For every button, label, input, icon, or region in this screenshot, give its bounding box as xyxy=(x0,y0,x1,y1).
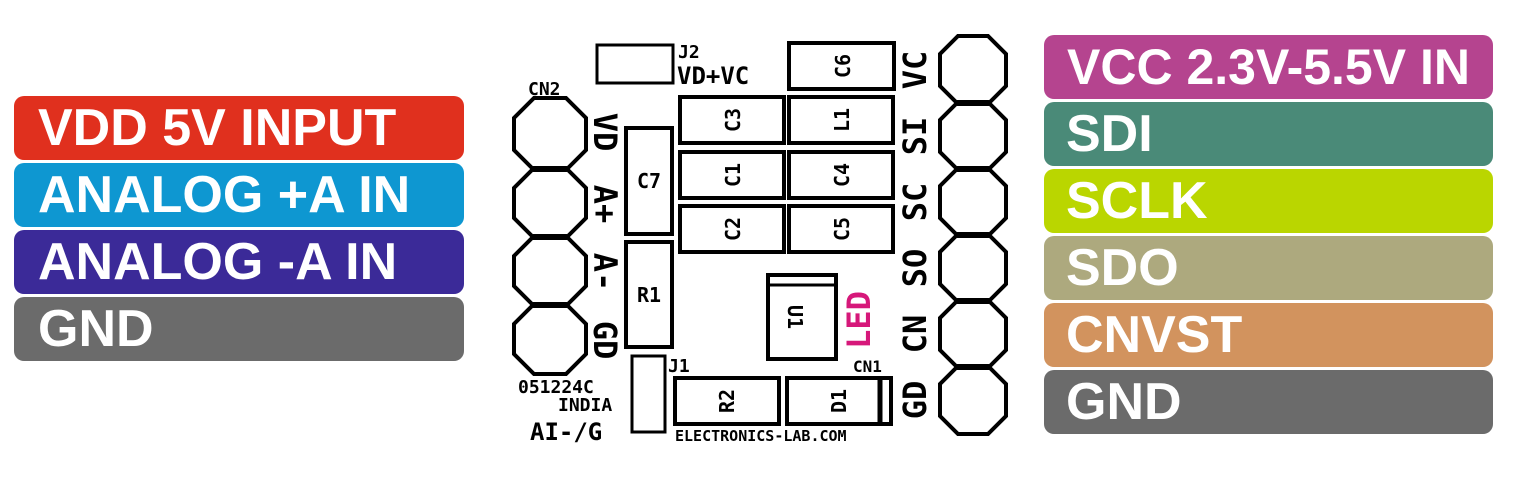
cn2-pin-gd: GD xyxy=(586,321,624,360)
cn1-pin-so: SO xyxy=(896,249,934,288)
label-c7: C7 xyxy=(637,169,661,193)
capacitor-c7-outline xyxy=(624,126,674,236)
pin-label-sdi: SDI xyxy=(1044,102,1493,166)
board-country: INDIA xyxy=(558,395,612,416)
j1-title: J1 xyxy=(668,356,690,377)
pin-label-analog-plus: ANALOG +A IN xyxy=(14,163,464,227)
label-d1: D1 xyxy=(827,389,851,413)
pin-label-gnd-left: GND xyxy=(14,297,464,361)
cn1-pad-1 xyxy=(938,34,1008,106)
cn1-pin-gd: GD xyxy=(896,381,934,420)
jumper-j1-outline xyxy=(630,354,667,434)
cn1-pin-cn: CN xyxy=(896,315,934,354)
cn1-pin-sc: SC xyxy=(896,183,934,222)
ic-u1-outline xyxy=(766,273,838,361)
cn1-title: CN1 xyxy=(853,357,882,376)
capacitor-c2-outline xyxy=(678,204,786,254)
pin-label-gnd-right: GND xyxy=(1044,370,1493,434)
j2-title: J2 xyxy=(678,42,700,63)
cn1-pin-si: SI xyxy=(896,117,934,156)
label-r2: R2 xyxy=(715,389,739,413)
j1-label: AI-/G xyxy=(530,418,602,446)
j2-label: VD+VC xyxy=(677,62,749,90)
cn1-pin-vc: VC xyxy=(896,51,934,90)
pin-label-vdd: VDD 5V INPUT xyxy=(14,96,464,160)
cn2-pad-3 xyxy=(512,234,588,308)
label-u1: U1 xyxy=(783,305,807,329)
cn1-pad-6 xyxy=(938,364,1008,436)
cn2-pad-4 xyxy=(512,302,588,376)
cn1-pad-3 xyxy=(938,166,1008,238)
capacitor-c3-outline xyxy=(678,95,786,145)
capacitor-c5-outline xyxy=(787,204,895,254)
label-c1: C1 xyxy=(721,163,745,187)
label-c4: C4 xyxy=(830,163,854,187)
label-l1: L1 xyxy=(830,108,854,132)
led-label: LED xyxy=(840,291,878,349)
cn2-pin-a-plus: A+ xyxy=(586,185,624,224)
inductor-l1-outline xyxy=(787,95,895,145)
resistor-r1-outline xyxy=(624,240,674,349)
cn2-title: CN2 xyxy=(528,79,561,100)
label-c3: C3 xyxy=(721,108,745,132)
capacitor-c1-outline xyxy=(678,150,786,200)
diode-d1-outline xyxy=(785,376,893,426)
label-c5: C5 xyxy=(830,217,854,241)
cn2-pad-1 xyxy=(512,96,588,172)
pin-label-sclk: SCLK xyxy=(1044,169,1493,233)
cn1-connector xyxy=(938,34,1008,436)
jumper-j2-outline xyxy=(595,43,675,85)
board-code: 051224C xyxy=(518,377,594,398)
capacitor-c6-outline xyxy=(787,41,896,91)
resistor-r2-outline xyxy=(673,376,781,426)
cn1-pad-2 xyxy=(938,100,1008,172)
pin-label-vcc: VCC 2.3V-5.5V IN xyxy=(1044,35,1493,99)
pin-label-sdo: SDO xyxy=(1044,236,1493,300)
cn2-connector xyxy=(512,96,588,376)
pin-label-cnvst: CNVST xyxy=(1044,303,1493,367)
capacitor-c4-outline xyxy=(787,150,895,200)
pin-label-analog-minus: ANALOG -A IN xyxy=(14,230,464,294)
cn1-pad-5 xyxy=(938,298,1008,370)
label-c6: C6 xyxy=(831,54,855,78)
website-label: ELECTRONICS-LAB.COM xyxy=(675,427,847,445)
label-r1: R1 xyxy=(637,283,661,307)
cn2-pin-vd: VD xyxy=(586,113,624,152)
label-c2: C2 xyxy=(721,217,745,241)
cn1-pad-4 xyxy=(938,232,1008,304)
cn2-pin-a-minus: A- xyxy=(586,253,624,292)
cn2-pad-2 xyxy=(512,166,588,240)
